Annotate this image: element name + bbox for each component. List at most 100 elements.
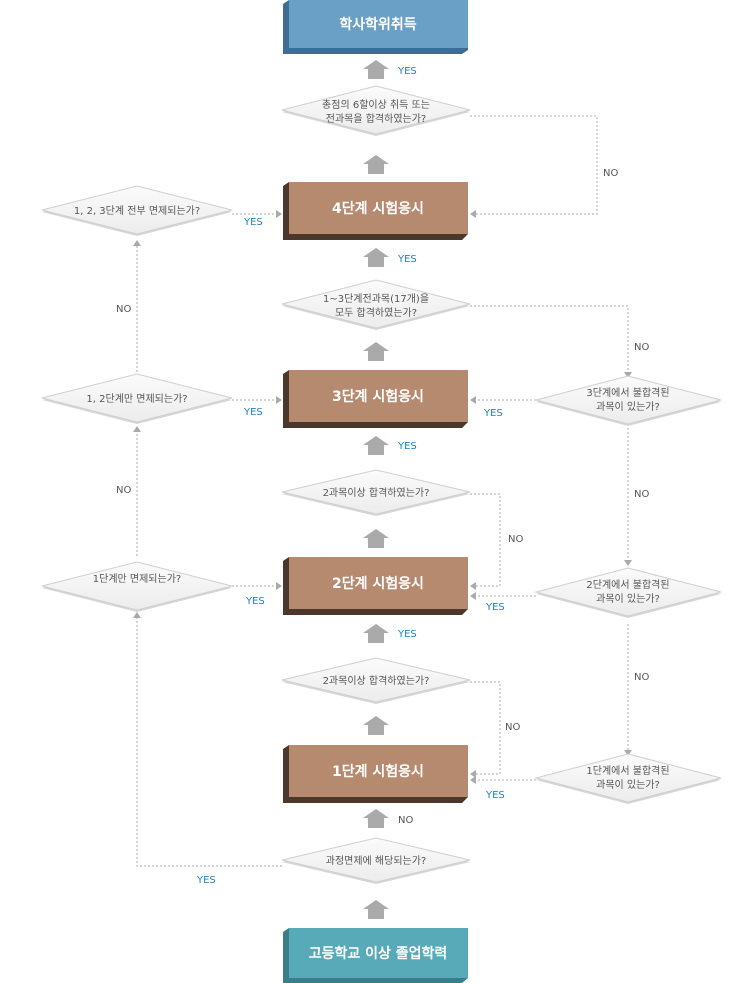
up-arrows — [363, 60, 389, 919]
yes-label: YES — [483, 408, 503, 419]
diamond-shape — [534, 567, 722, 617]
decision-right-3-line2: 과목이 있는가? — [596, 401, 660, 413]
stage2-box: 2단계 시험응시 — [283, 557, 468, 615]
diamond-shape — [534, 753, 722, 803]
decision-all-line1: 1~3단계전과목(17개)을 — [323, 293, 429, 305]
stage3-box-face — [289, 370, 468, 422]
connector-qall-no — [470, 305, 629, 372]
no-label: NO — [508, 534, 523, 545]
stage1-box-label: 1단계 시험응시 — [332, 763, 424, 780]
diamond-shape — [281, 85, 471, 135]
decision-left-12: 1, 2단계만 면제되는가? — [41, 373, 233, 424]
no-label: NO — [634, 489, 649, 500]
up-arrow-icon — [363, 809, 389, 828]
diamond-shape — [281, 279, 471, 329]
stage4-box-face — [289, 182, 468, 234]
connectors — [136, 115, 629, 867]
stage4-box-label: 4단계 시험응시 — [332, 200, 424, 217]
decision-left-1-label: 1단계만 면제되는가? — [93, 573, 181, 585]
decision-top-line1: 총점의 6할이상 취득 또는 — [322, 99, 430, 111]
decision-right-3: 3단계에서 불합격된 과목이 있는가? — [534, 375, 722, 426]
arrowhead — [624, 750, 632, 756]
start-box-label: 고등학교 이상 졸업학력 — [309, 945, 448, 962]
connector-top-no — [470, 115, 598, 215]
yes-label: YES — [485, 790, 505, 801]
decision-right-1: 1단계에서 불합격된 과목이 있는가? — [534, 753, 722, 804]
arrowhead — [624, 372, 632, 378]
arrowhead — [276, 582, 282, 590]
yes-label: YES — [245, 596, 265, 607]
decision-all-subjects: 1~3단계전과목(17개)을 모두 합격하였는가? — [281, 279, 471, 330]
no-label: NO — [116, 485, 131, 496]
yes-label: YES — [397, 254, 417, 265]
connector-2sub-upper-no — [470, 493, 501, 587]
decision-left-123: 1, 2, 3단계 전부 면제되는가? — [41, 185, 233, 236]
arrowhead — [133, 240, 141, 246]
yes-label: YES — [243, 217, 263, 228]
decision-right-1-line2: 과목이 있는가? — [596, 779, 660, 791]
decision-exemption-label: 과정면제에 해당되는가? — [326, 854, 427, 867]
decision-top-line2: 전과목을 합격하였는가? — [326, 112, 427, 125]
no-label: NO — [634, 672, 649, 683]
goal-box-face — [289, 0, 468, 48]
start-box: 고등학교 이상 졸업학력 — [283, 928, 468, 983]
stage1-box-face — [289, 745, 468, 797]
arrowhead — [133, 426, 141, 432]
arrowhead — [470, 770, 476, 778]
up-arrow-icon — [363, 900, 389, 919]
arrowhead — [276, 210, 282, 218]
goal-box-label: 학사학위취득 — [339, 17, 416, 33]
connector-arrowheads — [133, 210, 632, 784]
decision-all-line2: 모두 합격하였는가? — [335, 306, 417, 319]
up-arrow-icon — [363, 248, 389, 267]
up-arrow-icon — [363, 60, 389, 79]
yes-label: YES — [397, 629, 417, 640]
arrowhead — [470, 582, 476, 590]
diamond-shape — [281, 837, 471, 883]
edge-labels: YES NO YES YES NO NO YES YES YES NO NO N… — [116, 66, 649, 886]
decision-2sub-lower-label: 2과목이상 합격하였는가? — [323, 674, 430, 687]
diamond-shape — [534, 375, 722, 425]
yes-label: YES — [196, 875, 216, 886]
arrowhead — [470, 396, 476, 404]
decision-right-2-line2: 과목이 있는가? — [596, 593, 660, 605]
yes-label: YES — [397, 441, 417, 452]
arrowhead — [470, 592, 476, 600]
yes-label: YES — [397, 66, 417, 77]
decision-2sub-lower: 2과목이상 합격하였는가? — [281, 657, 471, 704]
up-arrow-icon — [363, 624, 389, 643]
decision-exemption: 과정면제에 해당되는가? — [281, 837, 471, 884]
decision-right-2: 2단계에서 불합격된 과목이 있는가? — [534, 567, 722, 618]
stage2-box-label: 2단계 시험응시 — [332, 575, 424, 592]
diamond-shape — [41, 561, 233, 611]
no-label: NO — [634, 342, 649, 353]
decision-left-123-label: 1, 2, 3단계 전부 면제되는가? — [74, 205, 200, 217]
decision-right-2-line1: 2단계에서 불합격된 — [586, 578, 669, 591]
no-label: NO — [603, 168, 618, 179]
arrowhead — [470, 210, 476, 218]
decision-right-3-line1: 3단계에서 불합격된 — [586, 386, 669, 399]
arrowhead — [624, 560, 632, 566]
arrowhead — [133, 612, 141, 618]
stage3-box: 3단계 시험응시 — [283, 370, 468, 428]
start-box-face — [289, 928, 468, 978]
arrowhead — [470, 776, 476, 784]
decision-right-1-line1: 1단계에서 불합격된 — [586, 764, 669, 777]
yes-label: YES — [485, 602, 505, 613]
stage2-box-face — [289, 557, 468, 609]
decision-top: 총점의 6할이상 취득 또는 전과목을 합격하였는가? — [281, 85, 471, 136]
stage1-box: 1단계 시험응시 — [283, 745, 468, 803]
connector-2sub-lower-no — [470, 681, 501, 775]
stage4-box: 4단계 시험응시 — [283, 182, 468, 240]
diamond-shape — [281, 469, 471, 515]
connector-exempt-yes — [136, 618, 282, 867]
yes-label: YES — [243, 407, 263, 418]
goal-box: 학사학위취득 — [283, 0, 468, 54]
diamond-shape — [41, 185, 233, 235]
decision-left-1: 1단계만 면제되는가? — [41, 561, 233, 612]
up-arrow-icon — [363, 716, 389, 735]
diamond-shape — [281, 657, 471, 703]
up-arrow-icon — [363, 436, 389, 455]
up-arrow-icon — [363, 155, 389, 174]
